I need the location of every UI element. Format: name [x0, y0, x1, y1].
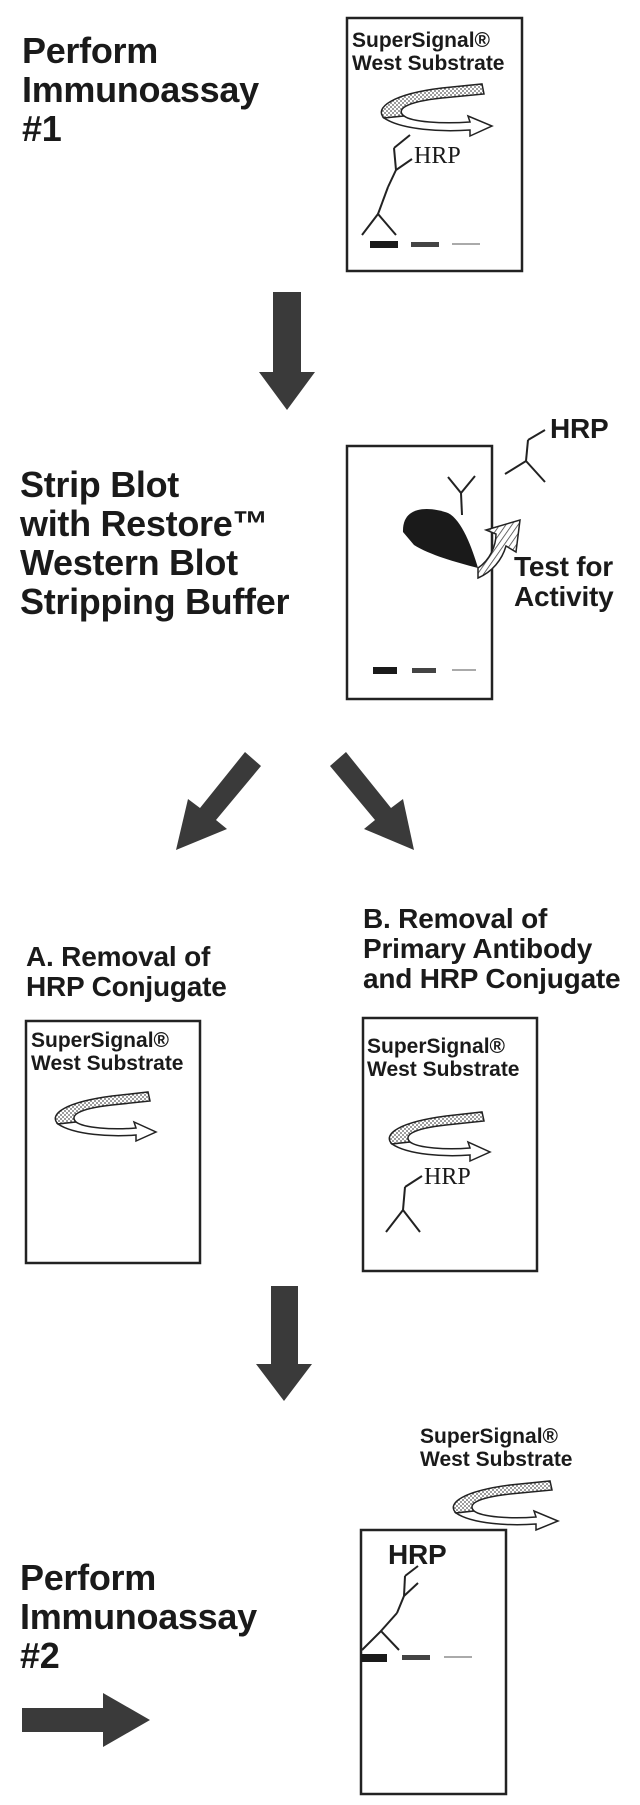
protein-bands — [361, 1654, 472, 1662]
hrp-label: HRP — [414, 143, 461, 169]
down-arrow-icon — [259, 292, 315, 410]
antibody-stack-icon — [361, 1565, 419, 1651]
substrate-label: SuperSignal® West Substrate — [352, 29, 505, 75]
substrate-label: SuperSignal® West Substrate — [420, 1425, 573, 1471]
down-arrow-icon — [256, 1286, 312, 1401]
substrate-swirl-icon — [388, 1111, 492, 1163]
option-a-title: A. Removal of HRP Conjugate — [26, 941, 227, 1003]
antibody-stack-icon — [361, 134, 413, 236]
blot-panel-1 — [345, 16, 524, 273]
protein-bands — [370, 241, 480, 248]
blot-panel-a — [24, 1019, 202, 1265]
step3-title: Perform Immunoassay #2 — [20, 1557, 257, 1676]
hrp-label: HRP — [424, 1164, 471, 1190]
option-b-title: B. Removal of Primary Antibody and HRP C… — [363, 903, 621, 995]
step1-title: Perform Immunoassay #1 — [22, 30, 259, 149]
substrate-label: SuperSignal® West Substrate — [367, 1035, 520, 1081]
test-activity-label: Test for Activity — [514, 551, 614, 613]
blot-panel-2 — [345, 444, 494, 701]
stripped-antibody-icon — [447, 429, 546, 516]
blot-panel-b — [361, 1016, 539, 1273]
protein-bands — [373, 667, 476, 674]
substrate-swirl-icon — [54, 1091, 158, 1143]
step2-title: Strip Blot with Restore™ Western Blot St… — [20, 464, 290, 622]
strip-cycle-arrow-icon — [402, 509, 521, 580]
substrate-swirl-icon — [380, 83, 494, 138]
right-arrow-icon — [22, 1693, 150, 1747]
hrp-label: HRP — [550, 413, 609, 444]
down-left-arrow-icon — [176, 752, 261, 850]
substrate-label: SuperSignal® West Substrate — [31, 1029, 184, 1075]
hrp-label: HRP — [388, 1539, 447, 1570]
antibody-icon — [385, 1175, 423, 1233]
down-right-arrow-icon — [330, 752, 414, 850]
substrate-swirl-icon — [452, 1480, 560, 1532]
